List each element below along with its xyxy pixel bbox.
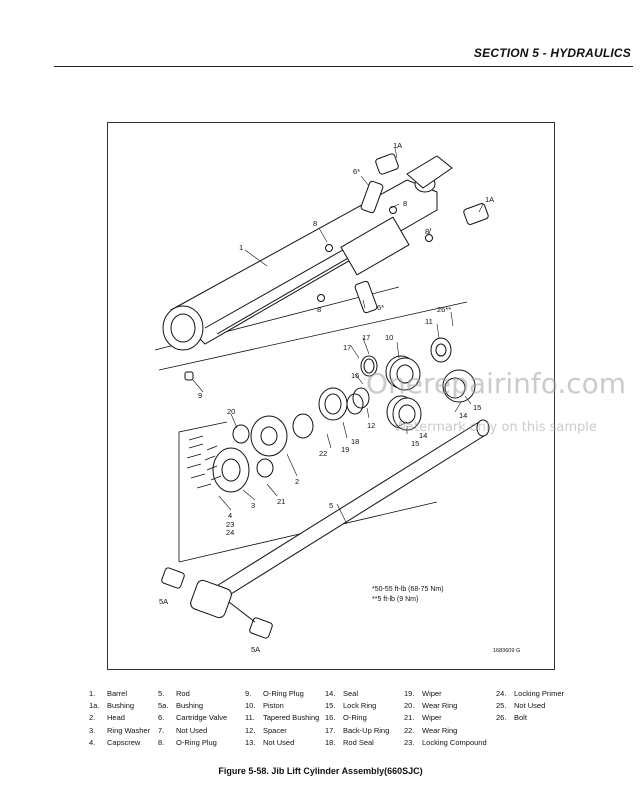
part-row: 14.Seal	[325, 689, 359, 698]
part-row: 1.Barrel	[89, 689, 128, 698]
part-row: 23.Locking Compound	[404, 737, 487, 747]
parts-column-5: 19.Wiper 20.Wear Ring 21.Wiper 22.Wear R…	[404, 688, 487, 749]
callout-10: 10	[385, 333, 393, 342]
callout-6-bottom: 6*	[377, 303, 384, 312]
callout-8b: 8	[313, 219, 317, 228]
o-ring-plug-8b	[389, 206, 397, 214]
callout-8c: 8	[425, 227, 429, 236]
parts-column-4: 14.Seal 15.Lock Ring 16.O-Ring 17.Back-U…	[325, 688, 389, 749]
callout-20: 20	[227, 407, 235, 416]
part-row: 7.Not Used	[158, 725, 208, 735]
callout-1a-right: 1A	[485, 195, 494, 204]
part-row: 5a.Bushing	[158, 701, 204, 711]
part-row: 12.Spacer	[245, 725, 287, 735]
callout-12: 12	[367, 421, 375, 430]
torque-note-1: *50-55 ft-lb (68-75 Nm)	[372, 586, 444, 593]
header-rule	[54, 66, 633, 67]
callout-5a-left: 5A	[159, 597, 168, 606]
part-row: 4.Capscrew	[89, 737, 141, 747]
callout-17b: 17	[343, 343, 351, 352]
part-row: 5.Rod	[158, 689, 190, 698]
callout-8d: 8	[317, 305, 321, 314]
callout-1: 1	[239, 243, 243, 252]
bushing-1a-right	[463, 203, 489, 225]
barrel-part	[162, 155, 453, 351]
callout-1a-top: 1A	[393, 141, 402, 150]
callout-15a: 15	[473, 403, 481, 412]
assembly-line-left	[178, 421, 228, 562]
callout-18: 18	[351, 437, 359, 446]
cartridge-valve-top	[360, 180, 384, 214]
part-row: 17.Back-Up Ring	[325, 725, 390, 735]
callout-2: 2	[295, 477, 299, 486]
callout-9: 9	[198, 391, 202, 400]
torque-note-2: **5 ft-lb (9 Nm)	[372, 596, 419, 603]
rod-part	[161, 419, 490, 639]
parts-column-1: 1.Barrel 1a.Bushing 2.Head 3.Ring Washer…	[89, 688, 150, 749]
part-row: 8.O-Ring Plug	[158, 737, 217, 747]
o-ring-plug-8c	[425, 234, 433, 242]
assembly-line-lower	[158, 301, 468, 371]
callout-26: 26**	[437, 305, 451, 314]
callout-21: 21	[277, 497, 285, 506]
callout-8a: 8	[403, 199, 407, 208]
drawing-number: 1683609 G	[493, 648, 521, 654]
callout-6-top: 6*	[353, 167, 360, 176]
part-row: 22.Wear Ring	[404, 725, 458, 735]
o-ring-plug-8d	[317, 294, 325, 302]
callout-11: 11	[425, 317, 433, 326]
capscrews	[186, 435, 222, 489]
part-row: 6.Cartridge Valve	[158, 713, 228, 723]
part-row: 9.O-Ring Plug	[245, 689, 304, 698]
cartridge-valve-bottom	[354, 280, 378, 314]
callout-5: 5	[329, 501, 333, 510]
callout-16: 16	[351, 371, 359, 380]
callout-15b: 15	[411, 439, 419, 448]
part-row: 25.Not Used	[496, 701, 546, 711]
bushing-1a-top	[375, 153, 399, 175]
part-row: 24.Locking Primer	[496, 689, 565, 698]
watermark-site: Onerepairinfo.com	[366, 367, 627, 400]
figure-caption: Figure 5-58. Jib Lift Cylinder Assembly(…	[218, 766, 423, 776]
callout-4: 4	[228, 511, 232, 520]
part-row: 15.Lock Ring	[325, 701, 377, 711]
callout-23: 23	[226, 520, 234, 529]
page-header: SECTION 5 - HYDRAULICS	[0, 0, 641, 70]
head-group	[212, 387, 364, 493]
part-row: 11.Tapered Bushing	[245, 713, 320, 723]
part-row: 2.Head	[89, 713, 125, 723]
part-row: 20.Wear Ring	[404, 701, 458, 711]
exploded-view-drawing: 1A 1A 6* 8 8 8 8 1 6* 26** 11 17 17 10 9…	[154, 141, 494, 654]
callout-5a-bottom: 5A	[251, 645, 260, 654]
o-ring-plug-8a	[325, 244, 333, 252]
piston-group	[352, 337, 476, 431]
part-row: 19.Wiper	[404, 689, 442, 698]
parts-column-6: 24.Locking Primer 25.Not Used 26.Bolt	[496, 688, 564, 725]
part-row: 1a.Bushing	[89, 701, 135, 711]
callout-3: 3	[251, 501, 255, 510]
watermark-notice: Watermark only on this sample	[394, 420, 597, 435]
part-row: 16.O-Ring	[325, 713, 367, 723]
parts-list: 1.Barrel 1a.Bushing 2.Head 3.Ring Washer…	[0, 688, 641, 758]
figure-frame	[107, 122, 555, 670]
part-row: 13.Not Used	[245, 737, 295, 747]
callout-19: 19	[341, 445, 349, 454]
callout-17a: 17	[362, 333, 370, 342]
parts-column-3: 9.O-Ring Plug 10.Piston 11.Tapered Bushi…	[245, 688, 319, 749]
parts-column-2: 5.Rod 5a.Bushing 6.Cartridge Valve 7.Not…	[158, 688, 227, 749]
part-row: 10.Piston	[245, 701, 284, 711]
callout-14a: 14	[459, 411, 467, 420]
part-row: 18.Rod Seal	[325, 737, 374, 747]
callout-14b: 14	[419, 431, 427, 440]
callout-22: 22	[319, 449, 327, 458]
part-row: 26.Bolt	[496, 713, 527, 723]
section-title: SECTION 5 - HYDRAULICS	[473, 46, 631, 60]
callout-24: 24	[226, 528, 234, 537]
o-ring-plug-9	[184, 371, 194, 381]
part-row: 3.Ring Washer	[89, 725, 151, 735]
part-row: 21.Wiper	[404, 713, 442, 723]
